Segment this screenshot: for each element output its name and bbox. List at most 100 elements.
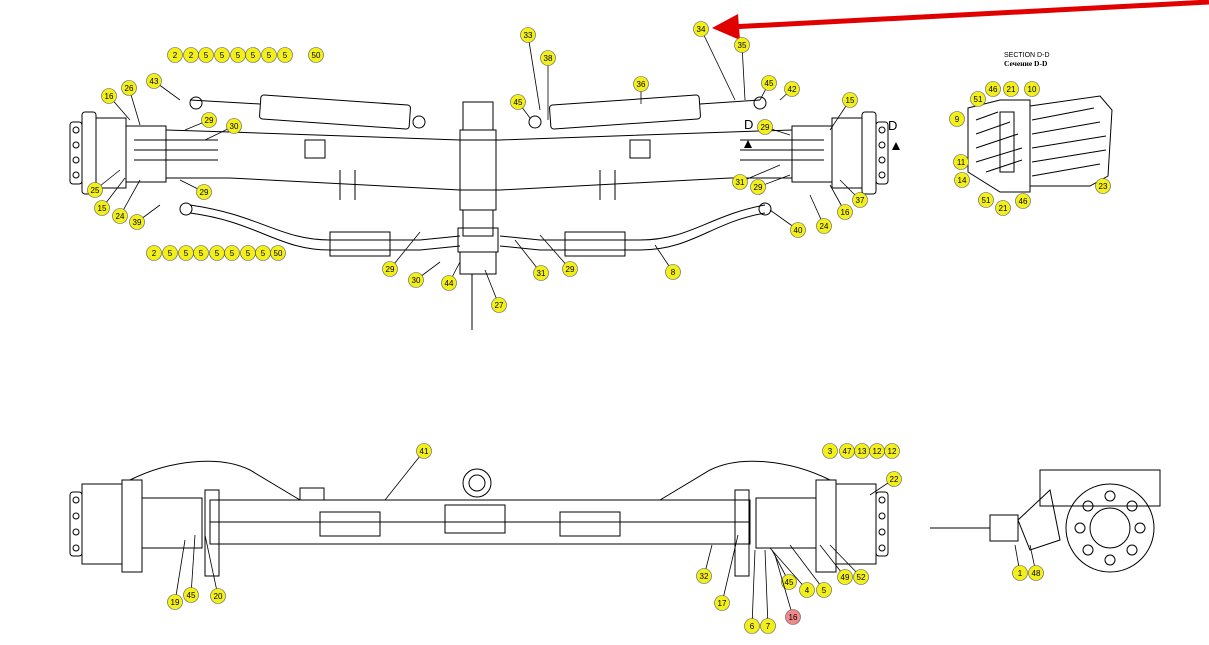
callout-c45b: 45 bbox=[761, 75, 777, 91]
callout-c5f: 5 bbox=[277, 47, 293, 63]
callout-bubble bbox=[954, 172, 970, 188]
callout-number: 30 bbox=[412, 276, 421, 285]
callout-number: 31 bbox=[537, 269, 546, 278]
callout-c29f: 29 bbox=[562, 261, 578, 277]
callout-number: 8 bbox=[671, 268, 676, 277]
callout-number: 5 bbox=[283, 51, 288, 60]
callout-leader bbox=[384, 450, 425, 501]
bottom-main-beam bbox=[129, 460, 831, 577]
callout-c35: 35 bbox=[734, 37, 750, 53]
callout-number: 29 bbox=[205, 116, 214, 125]
callout-bubble bbox=[382, 261, 398, 277]
callout-number: 16 bbox=[841, 208, 850, 217]
callout-d14: 14 bbox=[954, 172, 970, 188]
callout-bubble bbox=[1095, 178, 1111, 194]
callout-d9: 9 bbox=[949, 111, 965, 127]
bottom-axle-drawing bbox=[69, 460, 889, 577]
top-steering-cylinders bbox=[189, 94, 767, 130]
callout-number: 5 bbox=[261, 249, 266, 258]
callout-bubble bbox=[970, 91, 986, 107]
callout-number: 5 bbox=[220, 51, 225, 60]
callout-bubble bbox=[852, 192, 868, 208]
callout-bubble bbox=[416, 443, 432, 459]
callout-bubble bbox=[146, 73, 162, 89]
callout-bubble bbox=[734, 37, 750, 53]
callout-number: 33 bbox=[524, 31, 533, 40]
callout-b13: 13 bbox=[854, 443, 870, 459]
callout-c26: 26 bbox=[121, 80, 137, 96]
callout-bubble bbox=[757, 119, 773, 135]
callout-bubble bbox=[1012, 565, 1028, 581]
callout-number: 45 bbox=[765, 79, 774, 88]
callout-number: 48 bbox=[1032, 569, 1041, 578]
callout-bubble bbox=[277, 47, 293, 63]
callout-number: 29 bbox=[566, 265, 575, 274]
callout-c29a: 29 bbox=[201, 112, 217, 128]
callout-bubble bbox=[226, 118, 242, 134]
callout-c39: 39 bbox=[129, 214, 145, 230]
callout-bubble bbox=[784, 81, 800, 97]
callout-bubble bbox=[799, 582, 815, 598]
callout-c8: 8 bbox=[665, 264, 681, 280]
callout-number: 30 bbox=[230, 122, 239, 131]
bottom-left-hub bbox=[69, 479, 203, 573]
callout-b17: 17 bbox=[714, 595, 730, 611]
callout-number: 50 bbox=[274, 249, 283, 258]
callout-c50b: 50 bbox=[270, 245, 286, 261]
callout-c2a: 2 bbox=[167, 47, 183, 63]
callout-number: 10 bbox=[1028, 85, 1037, 94]
callout-d21a: 21 bbox=[1003, 81, 1019, 97]
callout-bubble bbox=[842, 92, 858, 108]
red-arrow bbox=[712, 0, 1209, 40]
section-title-ru: Сечение D-D bbox=[1004, 59, 1048, 68]
callout-d51b: 51 bbox=[978, 192, 994, 208]
callout-number: 42 bbox=[788, 85, 797, 94]
callout-number: 5 bbox=[822, 586, 827, 595]
callout-number: 46 bbox=[989, 85, 998, 94]
callout-bubble bbox=[953, 154, 969, 170]
callout-c37: 37 bbox=[852, 192, 868, 208]
callout-number: 5 bbox=[267, 51, 272, 60]
callout-bubble bbox=[94, 200, 110, 216]
callout-c34: 34 bbox=[693, 21, 709, 37]
callout-number: 37 bbox=[856, 196, 865, 205]
callout-c43: 43 bbox=[146, 73, 162, 89]
callout-c2c: 2 bbox=[146, 245, 162, 261]
callout-bubble bbox=[853, 569, 869, 585]
bottom-right-hub bbox=[755, 479, 889, 573]
callout-leader bbox=[389, 231, 421, 270]
callout-b45b: 45 bbox=[781, 574, 797, 590]
callout-number: 29 bbox=[200, 188, 209, 197]
top-main-beam bbox=[165, 101, 793, 237]
callout-number: 46 bbox=[1019, 197, 1028, 206]
callout-bubble bbox=[837, 204, 853, 220]
callout-number: 5 bbox=[251, 51, 256, 60]
callout-leader bbox=[190, 534, 196, 596]
callout-c5d: 5 bbox=[245, 47, 261, 63]
callout-bubble bbox=[196, 184, 212, 200]
callout-bubble bbox=[308, 47, 324, 63]
callout-leader bbox=[789, 544, 825, 591]
callout-c38: 38 bbox=[540, 50, 556, 66]
callout-bubble bbox=[224, 245, 240, 261]
section-arrow-left-icon bbox=[744, 140, 752, 148]
callout-leader bbox=[527, 34, 541, 111]
callout-bubble bbox=[822, 443, 838, 459]
callout-number: 49 bbox=[841, 573, 850, 582]
callout-c29c: 29 bbox=[757, 119, 773, 135]
callout-number: 15 bbox=[846, 96, 855, 105]
callout-b12a: 12 bbox=[869, 443, 885, 459]
callout-bubble bbox=[714, 595, 730, 611]
callout-bubble bbox=[884, 443, 900, 459]
red-arrow-shaft bbox=[729, 0, 1209, 30]
callout-leader bbox=[174, 539, 186, 603]
callout-number: 26 bbox=[125, 84, 134, 93]
callout-number: 32 bbox=[700, 572, 709, 581]
callout-c29b: 29 bbox=[196, 184, 212, 200]
callout-c24b: 24 bbox=[816, 218, 832, 234]
callout-bubble bbox=[995, 200, 1011, 216]
callout-bubble bbox=[985, 81, 1001, 97]
callout-number: 5 bbox=[184, 249, 189, 258]
